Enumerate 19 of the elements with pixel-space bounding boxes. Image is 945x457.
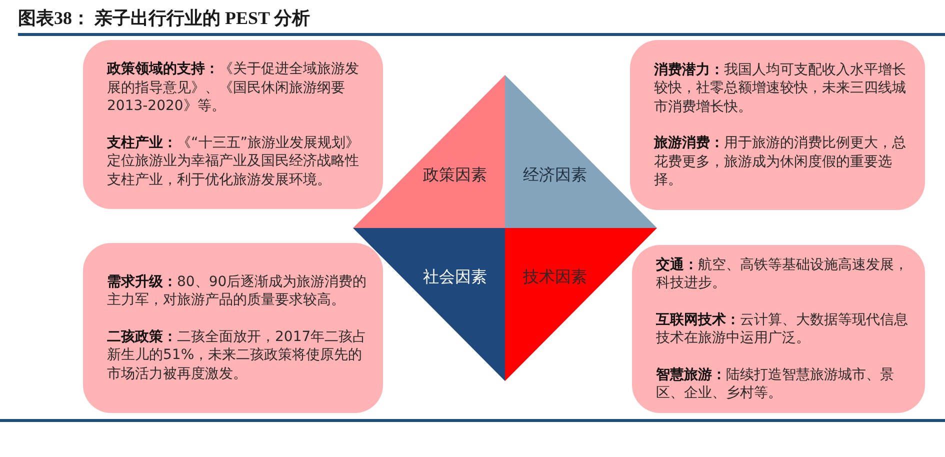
factor-label: 技术因素 bbox=[523, 267, 587, 287]
description-text: 交通：航空、高铁等基础设施高速发展，科技进步。 bbox=[656, 256, 909, 292]
factor-label: 社会因素 bbox=[423, 267, 487, 287]
factor-label: 政策因素 bbox=[423, 165, 487, 185]
info-card bbox=[630, 40, 925, 210]
description-text: 政策领域的支持：《关于促进全域旅游发展的指导意见》、《国民休闲旅游纲要2013-2020》等。 bbox=[107, 60, 360, 116]
info-card bbox=[632, 245, 925, 413]
description-text: 需求升级：80、90后逐渐成为旅游消费的主力军，对旅游产品的质量要求较高。 bbox=[107, 272, 367, 310]
description-text: 二孩政策：二孩全面放开，2017年二孩占新生儿的51%，未来二孩政策将使原先的市场活力被再度激发。 bbox=[107, 328, 367, 384]
factor-label: 经济因素 bbox=[523, 165, 587, 185]
description-text: 支柱产业：《“十三五”旅游业发展规划》定位旅游业为幸福产业及国民经济战略性支柱产业，利于优化旅游发展环境。 bbox=[107, 134, 361, 189]
info-card bbox=[83, 243, 383, 413]
factor-triangle bbox=[505, 228, 657, 381]
info-card bbox=[83, 40, 383, 209]
description-text: 互联网技术：云计算、大数据等现代信息技术在旅游中运用广泛。 bbox=[656, 310, 909, 348]
description-text: 消费潜力：我国人均可支配收入水平增长较快，社零总额增速较快，未来三四线城市消费增长快。 bbox=[654, 60, 907, 116]
description-text: 智慧旅游：陆续打造智慧旅游城市、景区、企业、乡村等。 bbox=[656, 366, 895, 402]
description-text: 旅游消费：用于旅游的消费比例更大，总花费更多，旅游成为休闲度假的重要选择。 bbox=[654, 134, 907, 190]
chart-title: 图表38： 亲子出行行业的 PEST 分析 bbox=[18, 7, 310, 30]
